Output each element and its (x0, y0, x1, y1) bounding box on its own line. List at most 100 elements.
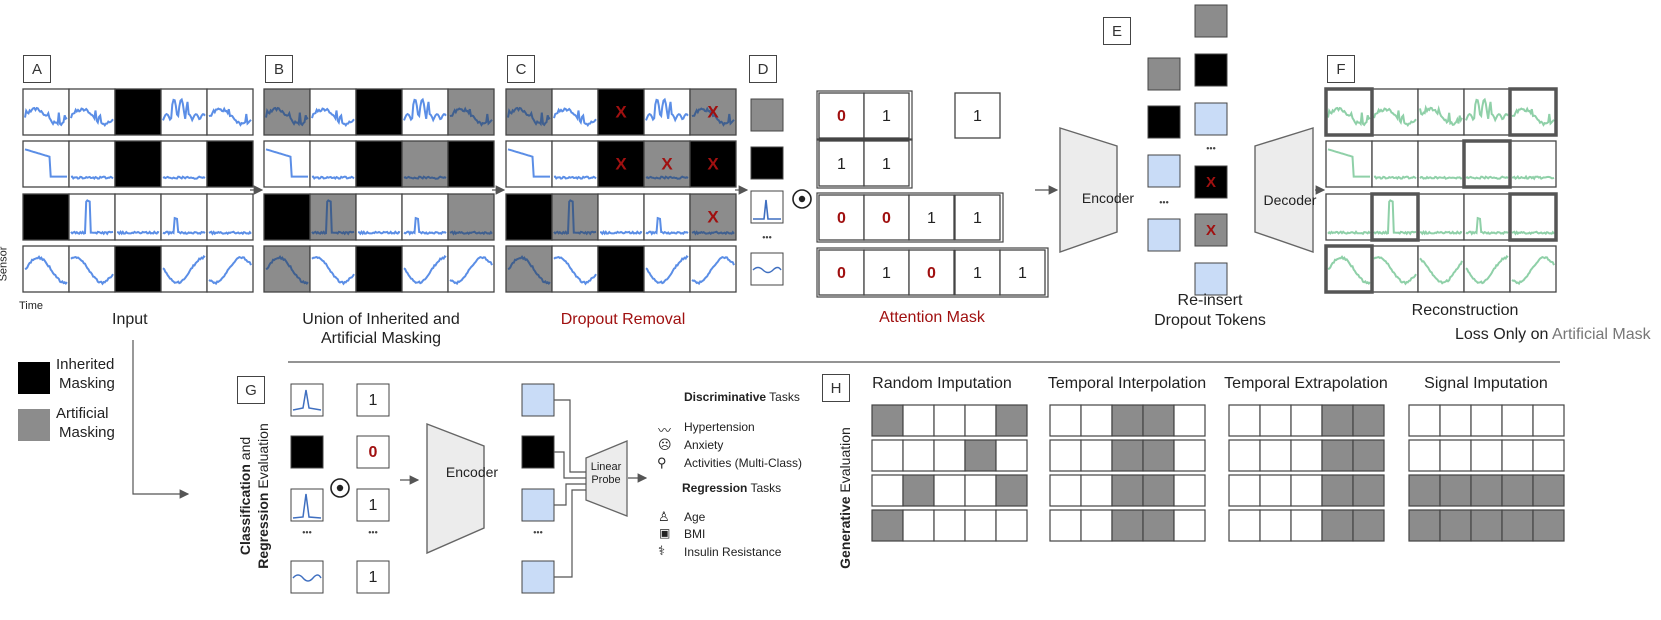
decoder-label: Decoder (1263, 192, 1317, 208)
generative-cell (1142, 474, 1175, 507)
cell-rect (643, 245, 691, 293)
token-square (1194, 53, 1228, 87)
grid-cell (505, 193, 553, 241)
waveform (1419, 229, 1463, 236)
g-embed-token (521, 383, 555, 417)
waveform (208, 106, 252, 127)
generative-cell (964, 509, 997, 542)
classification-panel: •••101•••1••• (290, 383, 628, 594)
cell-rect (309, 245, 357, 293)
generative-cell (1321, 474, 1354, 507)
attention-cell (863, 92, 910, 139)
grid-cell (643, 245, 691, 293)
waveform (645, 175, 689, 180)
attention-value-one: 1 (927, 210, 936, 227)
waveform (162, 254, 206, 285)
generative-cell (1111, 404, 1144, 437)
generative-cell (1173, 509, 1206, 542)
token-square (1147, 105, 1181, 139)
generative-cell (1049, 404, 1082, 437)
grid-cell (68, 140, 116, 188)
encoder-shape (1059, 127, 1118, 253)
g-mask-value: 0 (369, 444, 378, 461)
cell-rect (551, 245, 599, 293)
waveform (1465, 216, 1509, 236)
anxiety-icon: ☹ (658, 437, 672, 452)
grid-cell (22, 88, 70, 136)
g-embed-token (521, 488, 555, 522)
encoder-label-top: Encoder (1081, 190, 1135, 206)
cell-rect (505, 245, 553, 293)
cell-rect (206, 245, 254, 293)
caption-loss: Loss Only on Artificial Mask (1455, 326, 1651, 344)
cell-rect (505, 140, 553, 188)
grid-cell (1463, 140, 1511, 188)
cell-rect (263, 140, 311, 188)
legend-inherited-2: Masking (59, 375, 115, 392)
generative-cell (933, 439, 966, 472)
x-mark: X (707, 102, 719, 121)
grid-cell (1463, 88, 1511, 136)
cell-rect (22, 245, 70, 293)
generative-cell (933, 474, 966, 507)
generative-cell (1111, 474, 1144, 507)
ellipsis: ••• (302, 527, 311, 537)
grid-cell (22, 193, 70, 241)
grid-cell (505, 88, 553, 136)
cell-rect (551, 140, 599, 188)
grid-title-random: Random Imputation (872, 375, 1012, 392)
grid-cell (401, 245, 449, 293)
task-activities: Activities (Multi-Class) (684, 456, 803, 470)
grid-cell (114, 140, 162, 188)
generative-cell (1228, 404, 1261, 437)
waveform (1327, 148, 1370, 178)
cell-rect (355, 245, 403, 293)
token-square (1147, 154, 1181, 188)
generative-cell (964, 474, 997, 507)
generative-cell (1470, 404, 1503, 437)
waveform (208, 255, 252, 286)
grid-cell (206, 245, 254, 293)
attention-cell (908, 249, 955, 296)
generative-cell (933, 509, 966, 542)
token-dropout (1194, 213, 1228, 247)
attention-value-zero: 0 (927, 265, 936, 282)
encoder-label-bottom: Encoder (445, 464, 499, 480)
generative-cell (1408, 509, 1441, 542)
grid-cell (309, 140, 357, 188)
g-mask-cell (356, 488, 390, 522)
cell-rect (22, 193, 70, 241)
waveform (1419, 175, 1463, 180)
attention-cell (818, 140, 865, 187)
generative-cell (1080, 509, 1113, 542)
grid-cell (263, 140, 311, 188)
token-black (750, 146, 784, 180)
waveform (162, 216, 206, 236)
generative-cell (1532, 439, 1565, 472)
waveform (691, 106, 735, 127)
grid-cell (22, 245, 70, 293)
generative-cell (1501, 509, 1534, 542)
waveform (357, 229, 401, 236)
grid-cell (551, 245, 599, 293)
ellipsis: ••• (1206, 143, 1215, 153)
connector-probe-2 (554, 451, 586, 479)
waveform (311, 175, 355, 180)
grid-cell (1463, 193, 1511, 241)
h-side-bold: Generative (837, 496, 853, 569)
attention-value-one: 1 (837, 156, 846, 173)
token-square (1147, 218, 1181, 252)
generative-cell (1228, 474, 1261, 507)
generative-cell (1173, 439, 1206, 472)
generative-cell (1501, 474, 1534, 507)
waveform (1465, 97, 1509, 123)
waveform (507, 255, 551, 286)
waveform (507, 148, 550, 178)
caption-loss-highlight: Artificial Mask (1551, 326, 1651, 343)
waveform (265, 148, 308, 178)
generative-cell (1259, 439, 1292, 472)
generative-cell (1142, 404, 1175, 437)
artificial-mask-outline (1370, 192, 1420, 242)
